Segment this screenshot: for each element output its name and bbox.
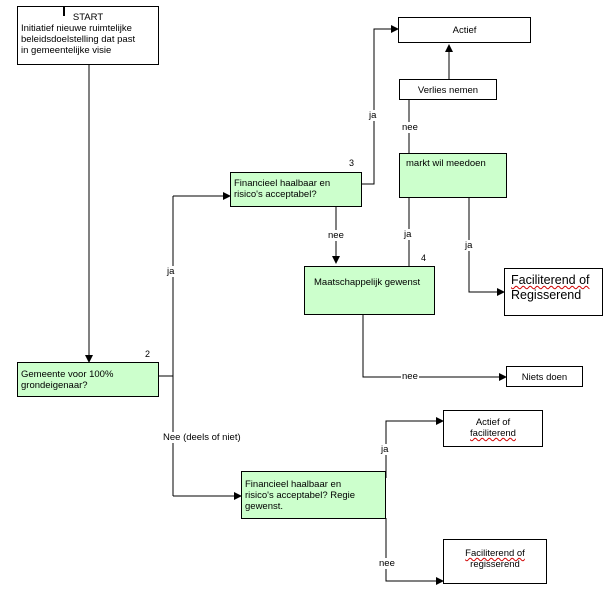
decision-maatschappelijk: Maatschappelijk gewenst <box>304 266 435 315</box>
outcome-verlies-nemen: Verlies nemen <box>399 79 497 100</box>
facil2-line1: Faciliterend of <box>465 548 525 559</box>
arrow-fin2-to-facil2 <box>385 518 444 585</box>
decision-financieel-1: Financieel haalbaar en risico's acceptab… <box>230 172 362 207</box>
label-nee-fin1: nee <box>327 230 345 241</box>
start-line3: in gemeentelijke visie <box>21 45 112 56</box>
outcome-niets-doen: Niets doen <box>506 366 583 387</box>
outcome-actief-faciliterend: Actief of faciliterend <box>443 410 543 447</box>
label-ja-markt-facil: ja <box>464 240 474 251</box>
label-ja-gemeente: ja <box>166 266 176 277</box>
arrow-maatsch-to-niets <box>362 314 507 381</box>
niets-text: Niets doen <box>521 372 568 383</box>
outcome-actief: Actief <box>398 17 531 43</box>
arrow-fin1-to-actief <box>362 25 399 185</box>
facil1-line2: Regisserend <box>511 288 582 302</box>
outcome-faciliterend-regisserend-2: Faciliterend of regisserend <box>443 539 547 584</box>
label-nee-verlies: nee <box>401 122 419 133</box>
fin2-line2: risico's acceptabel? Regie <box>245 490 356 501</box>
arrow-markt-to-facil <box>468 197 505 296</box>
step-number-3: 3 <box>349 158 355 168</box>
label-ja-fin2: ja <box>380 444 390 455</box>
start-box: START Initiatief nieuwe ruimtelijke bele… <box>17 6 159 65</box>
maatsch-text: Maatschappelijk gewenst <box>314 277 421 288</box>
decision-financieel-2: Financieel haalbaar en risico's acceptab… <box>241 471 386 519</box>
facil2-line2: regisserend <box>470 559 520 570</box>
facil1-line1: Faciliterend of <box>511 273 590 287</box>
outcome-faciliterend-regisserend-1: Faciliterend of Regisserend <box>504 268 603 316</box>
label-nee-maatsch: nee <box>401 371 419 382</box>
arrow-fin2-to-actief-facil <box>385 417 444 478</box>
actief-facil-line1: Actief of <box>475 417 511 428</box>
fin2-line3: gewenst. <box>245 501 284 512</box>
fin1-line1: Financieel haalbaar en <box>234 178 331 189</box>
label-nee-fin2: nee <box>378 558 396 569</box>
actief-facil-line2: faciliterend <box>470 428 516 439</box>
start-line1: Initiatief nieuwe ruimtelijke <box>21 23 132 34</box>
step-number-2: 2 <box>145 349 151 359</box>
decision-gemeente: Gemeente voor 100% grondeigenaar? <box>17 362 159 397</box>
step-number-4: 4 <box>421 253 427 263</box>
fin1-line2: risico's acceptabel? <box>234 189 317 200</box>
gemeente-line2: grondeigenaar? <box>21 380 88 391</box>
gemeente-line1: Gemeente voor 100% <box>21 369 114 380</box>
text-cursor <box>63 7 65 16</box>
verlies-text: Verlies nemen <box>417 85 479 96</box>
label-ja-markt-maatsch: ja <box>403 229 413 240</box>
markt-text: markt wil meedoen <box>406 158 486 169</box>
label-nee-gemeente: Nee (deels of niet) <box>162 432 242 443</box>
fin2-line1: Financieel haalbaar en <box>245 479 342 490</box>
label-ja-fin1: ja <box>368 110 378 121</box>
decision-markt: markt wil meedoen <box>399 153 507 198</box>
start-title: START <box>72 12 104 23</box>
start-line2: beleidsdoelstelling dat past <box>21 34 136 45</box>
actief-text: Actief <box>452 25 477 36</box>
